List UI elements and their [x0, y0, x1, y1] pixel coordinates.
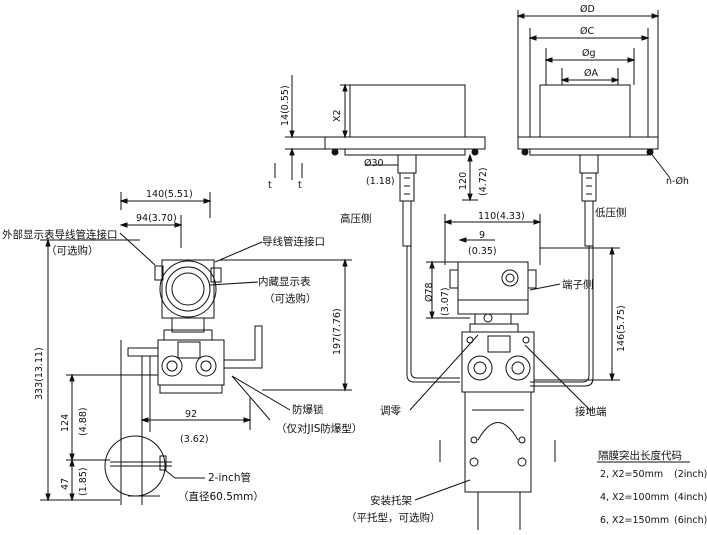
dim-phi30: Ø30: [364, 158, 384, 169]
row-code: 6,: [600, 515, 610, 526]
row-inch: (6inch): [674, 515, 707, 526]
label-jis-only: （仅对JIS防爆型）: [276, 423, 363, 435]
dim-47: 47: [60, 477, 71, 490]
diaphragm-code-title: 隔膜突出长度代码: [598, 450, 682, 462]
label-low-pressure-side: 低压侧: [595, 207, 627, 219]
left-view: [40, 192, 352, 505]
dim-120-inch: (4.72): [478, 167, 489, 196]
high-side-flange: [274, 75, 486, 383]
label-internal-display: 内藏显示表: [258, 276, 311, 288]
dim-t1: t: [268, 180, 272, 191]
label-external-display-conduit: 外部显示表导线管连接口: [2, 229, 118, 241]
row-inch: (4inch): [674, 492, 707, 503]
dim-n-phih: n-Øh: [666, 176, 689, 187]
label-mounting-bracket: 安装托架: [370, 495, 412, 507]
table-row: 6,X2=150mm (6inch): [600, 515, 707, 526]
dim-x2: X2: [332, 109, 343, 122]
row-code: 4,: [600, 492, 610, 503]
table-row: 4,X2=100mm (4inch): [600, 492, 707, 503]
dim-14: 14(0.55): [280, 85, 291, 126]
label-optional-2: （可选购）: [264, 293, 317, 305]
row-value: X2=50mm: [612, 469, 664, 480]
dim-phi78-inch: (3.07): [440, 287, 451, 316]
row-inch: (2inch): [674, 469, 707, 480]
table-row: 2,X2=50mm (2inch): [600, 469, 707, 480]
dim-197: 197(7.76): [332, 308, 343, 355]
dim-phiD: ØD: [580, 4, 595, 15]
label-conduit-connection: 导线管连接口: [262, 236, 325, 248]
label-zero-adjust: 调零: [380, 405, 401, 417]
dim-9-inch: (0.35): [468, 246, 497, 257]
label-pipe-diameter: （直径60.5mm）: [178, 491, 264, 503]
dim-124: 124: [60, 413, 71, 432]
dim-9: 9: [479, 230, 486, 241]
dim-140: 140(5.51): [146, 189, 193, 200]
dim-t2: t: [298, 180, 302, 191]
label-explosion-lock: 防爆锁: [292, 404, 324, 416]
label-ground-terminal: 接地端: [575, 406, 607, 418]
dim-94: 94(3.70): [136, 213, 177, 224]
label-pipe-2inch: 2-inch管: [208, 472, 251, 484]
dim-phi30-inch: (1.18): [366, 176, 395, 187]
row-code: 2,: [600, 469, 610, 480]
dim-phiC: ØC: [580, 26, 595, 37]
dim-120: 120: [458, 171, 469, 190]
label-terminal-side: 端子侧: [562, 279, 594, 291]
dim-92-inch: (3.62): [180, 434, 209, 445]
dim-47-inch: (1.85): [78, 467, 89, 496]
center-transmitter: [409, 214, 620, 530]
dim-92: 92: [185, 409, 198, 420]
row-value: X2=150mm: [612, 515, 670, 526]
row-value: X2=100mm: [612, 492, 670, 503]
low-side-flange: [516, 10, 671, 387]
label-bracket-type: （平托型，可选购）: [346, 512, 441, 524]
dim-phig: Øg: [582, 48, 596, 59]
dim-phiA: ØA: [584, 68, 598, 79]
label-optional-1: （可选购）: [46, 245, 99, 257]
dim-phi78: Ø78: [424, 282, 435, 302]
dim-110: 110(4.33): [478, 211, 525, 222]
dim-124-inch: (4.88): [78, 407, 89, 436]
label-high-pressure-side: 高压侧: [340, 213, 372, 225]
dim-333: 333(13.11): [34, 347, 45, 400]
dim-146: 146(5.75): [616, 305, 627, 352]
